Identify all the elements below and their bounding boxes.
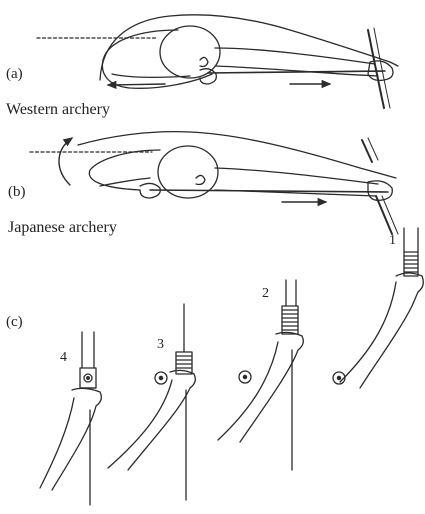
panel-b-arrow-shaft [150,190,388,192]
stage-2-number: 2 [262,286,269,302]
panel-b-label: (b) [8,184,26,201]
panel-b-back-outline [78,132,396,178]
panel-a-label: (a) [6,66,23,83]
stage-4-number: 4 [60,350,67,366]
panel-a-ear [200,57,208,66]
panel-c-label: (c) [6,314,23,331]
panel-a-draw-arm [102,30,212,88]
panel-b-rotation-arrow [59,138,72,185]
stage-1-hand-drawing [333,228,423,388]
panel-c-illustration [40,228,423,505]
panel-a-force-arrow-left [108,84,165,85]
panel-a-back-outline [100,15,398,80]
stage-3-hand-drawing [108,304,195,500]
stage-4-hand-drawing [40,332,101,505]
stage-3-number: 3 [157,337,164,353]
panel-b-bow [362,140,392,234]
panel-a-caption: Western archery [6,101,110,119]
stage-2-hand-drawing [218,280,303,470]
panel-b-caption: Japanese archery [8,219,117,237]
stage-1-number: 1 [389,233,396,249]
panel-a-arrow-shaft [208,71,385,73]
panel-a-illustration [37,15,398,108]
